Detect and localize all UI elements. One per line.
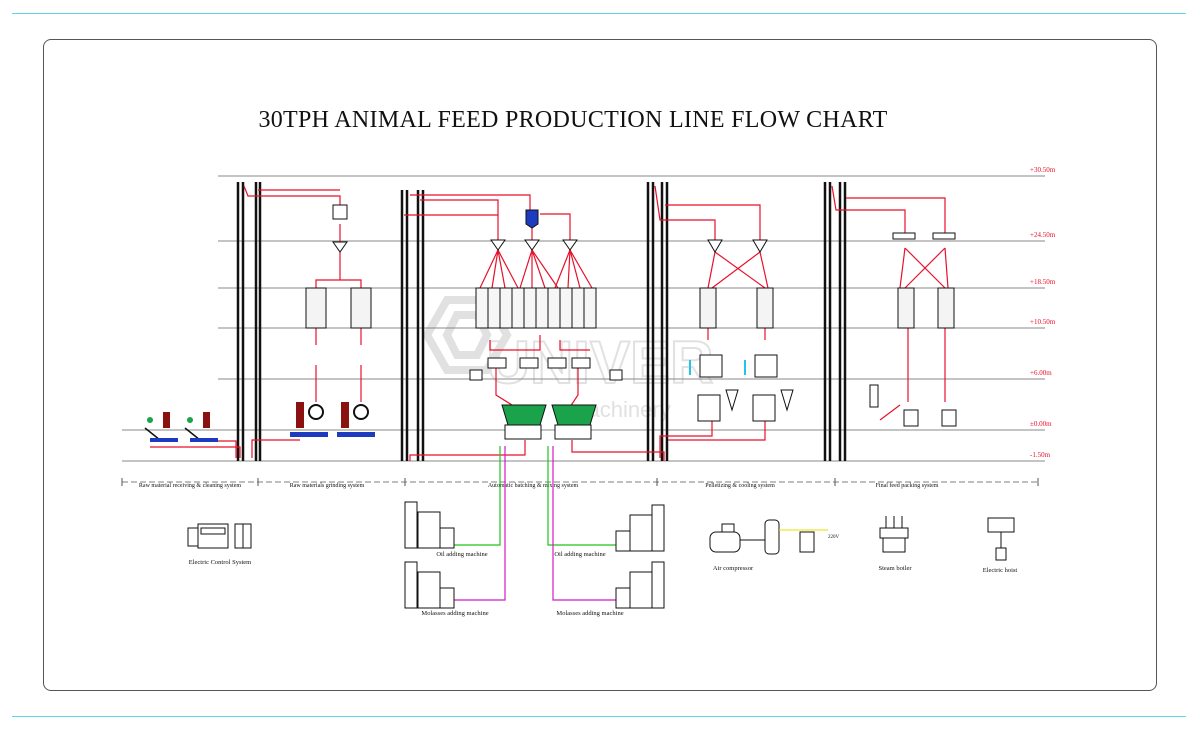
level-label: +30.50m bbox=[1030, 166, 1056, 174]
conveying-lines bbox=[150, 185, 949, 461]
steam-boiler: Steam boiler bbox=[878, 516, 912, 572]
mixer-right bbox=[551, 404, 597, 440]
air-compressor: Air compressor 220V bbox=[709, 519, 840, 572]
level-label: -1.50m bbox=[1030, 451, 1051, 459]
level-label: +18.50m bbox=[1030, 278, 1056, 286]
level-label: +10.50m bbox=[1030, 318, 1056, 326]
molasses-machine-right bbox=[615, 561, 665, 609]
chart-title: 30TPH ANIMAL FEED PRODUCTION LINE FLOW C… bbox=[258, 107, 888, 133]
level-labels: +30.50m +24.50m +18.50m +10.50m +6.00m ±… bbox=[1030, 166, 1056, 459]
section-label: Automatic batching & mixing system bbox=[488, 483, 579, 489]
molasses-machine-left bbox=[404, 561, 455, 609]
packing-equipment bbox=[869, 232, 957, 427]
batching-equipment bbox=[469, 209, 623, 440]
level-label: +24.50m bbox=[1030, 231, 1056, 239]
mixer-left bbox=[501, 404, 547, 440]
electric-control-label: Electric Control System bbox=[189, 559, 251, 566]
voltage-label: 220V bbox=[828, 535, 840, 540]
level-label: ±0.00m bbox=[1030, 420, 1052, 428]
level-label: +6.00m bbox=[1030, 369, 1052, 377]
molasses-label-left: Molasses adding machine bbox=[421, 610, 488, 617]
oil-machine-right bbox=[615, 504, 665, 552]
liquid-adding: Oil adding machine Oil adding machine Mo… bbox=[404, 446, 665, 617]
air-compressor-label: Air compressor bbox=[713, 565, 754, 572]
bucket-elevators bbox=[236, 182, 847, 461]
section-label: Raw material receiving & cleaning system bbox=[139, 483, 241, 489]
section-label: Raw materials grinding system bbox=[290, 483, 365, 489]
oil-machine-left bbox=[404, 501, 455, 549]
electric-control-system: Electric Control System bbox=[187, 523, 252, 566]
pelletizing-equipment bbox=[689, 239, 794, 422]
steam-boiler-label: Steam boiler bbox=[878, 565, 912, 572]
electric-hoist: Electric hoist bbox=[983, 517, 1018, 574]
section-label: Final feed packing system bbox=[876, 482, 939, 489]
grinding-equipment bbox=[290, 204, 375, 437]
receiving-equipment bbox=[144, 412, 218, 442]
section-label: Pelletizing & cooling system bbox=[705, 483, 775, 489]
oil-label-left: Oil adding machine bbox=[436, 551, 487, 558]
molasses-label-right: Molasses adding machine bbox=[556, 610, 623, 617]
electric-hoist-label: Electric hoist bbox=[983, 567, 1018, 574]
outer-frame bbox=[12, 13, 1186, 717]
oil-label-right: Oil adding machine bbox=[554, 551, 605, 558]
drawing-frame bbox=[43, 39, 1157, 691]
section-bar: Raw material receiving & cleaning system… bbox=[121, 478, 1039, 489]
